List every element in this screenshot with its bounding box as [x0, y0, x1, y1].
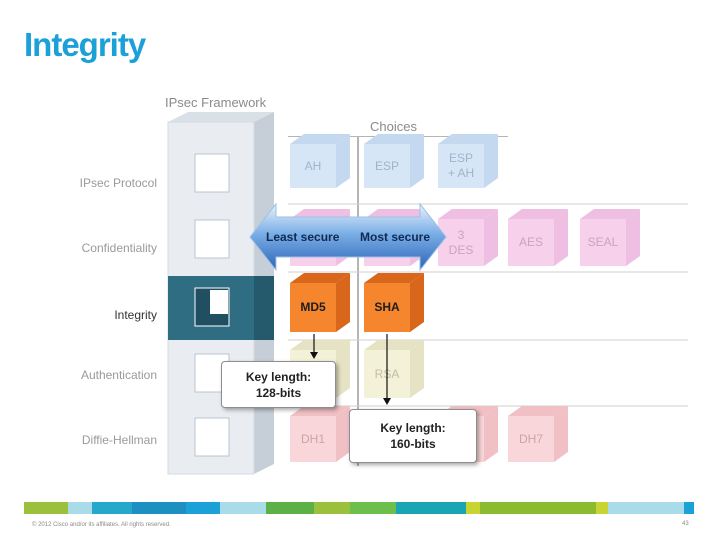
row-label-ipsec-protocol: IPsec Protocol: [79, 176, 157, 190]
row-label-diffie-hellman: Diffie-Hellman: [81, 433, 157, 447]
most-secure-label: Most secure: [360, 230, 431, 244]
md5-key-length-value: 128-bits: [255, 385, 302, 400]
footer-stripe: [596, 502, 608, 514]
choice-dh7: DH7: [508, 416, 554, 462]
footer-stripe: [220, 502, 266, 514]
md5-key-length-title: Key length:: [245, 369, 312, 384]
footer-stripe: [132, 502, 186, 514]
security-arrow: [249, 202, 447, 272]
least-secure-label: Least secure: [266, 230, 340, 244]
row-label-integrity: Integrity: [114, 308, 157, 322]
sha-key-length-callout: Key length: 160-bits: [349, 409, 477, 463]
framework-label: IPsec Framework: [165, 95, 267, 110]
md5-key-length-callout: Key length: 128-bits: [221, 361, 336, 408]
slide-title: Integrity: [24, 26, 146, 63]
page-number: 43: [682, 521, 689, 527]
sha-key-length-value: 160-bits: [390, 437, 436, 451]
footer-stripe: [350, 502, 396, 514]
footer-stripe: [608, 502, 684, 514]
footer-stripe: [24, 502, 68, 514]
choice-md5: MD5: [290, 283, 336, 332]
ipsec-framework-building: [167, 112, 274, 475]
footer-stripe: [466, 502, 480, 514]
footer-stripe: [92, 502, 132, 514]
footer-stripe: [684, 502, 694, 514]
footer-stripe: [396, 502, 466, 514]
choice-dh1: DH1: [290, 416, 336, 462]
choice-esp: ESP: [364, 144, 410, 188]
footer-stripe: [314, 502, 350, 514]
footer-stripe: [186, 502, 220, 514]
choice-3des: 3 DES: [438, 219, 484, 266]
footer-stripe: [266, 502, 314, 514]
choice-seal: SEAL: [580, 219, 626, 266]
key-length-arrows: [310, 334, 391, 405]
choice-sha: SHA: [364, 283, 410, 332]
copyright-text: © 2012 Cisco and/or its affiliates. All …: [32, 522, 171, 528]
choice-aes: AES: [508, 219, 554, 266]
choice-esp-ah: ESP + AH: [438, 144, 484, 188]
sha-key-length-title: Key length:: [380, 421, 446, 435]
footer-stripe: [68, 502, 92, 514]
footer-stripe: [480, 502, 596, 514]
row-label-authentication: Authentication: [80, 368, 157, 382]
choice-ah: AH: [290, 144, 336, 188]
choices-label: Choices: [370, 119, 417, 134]
row-label-confidentiality: Confidentiality: [81, 241, 157, 255]
